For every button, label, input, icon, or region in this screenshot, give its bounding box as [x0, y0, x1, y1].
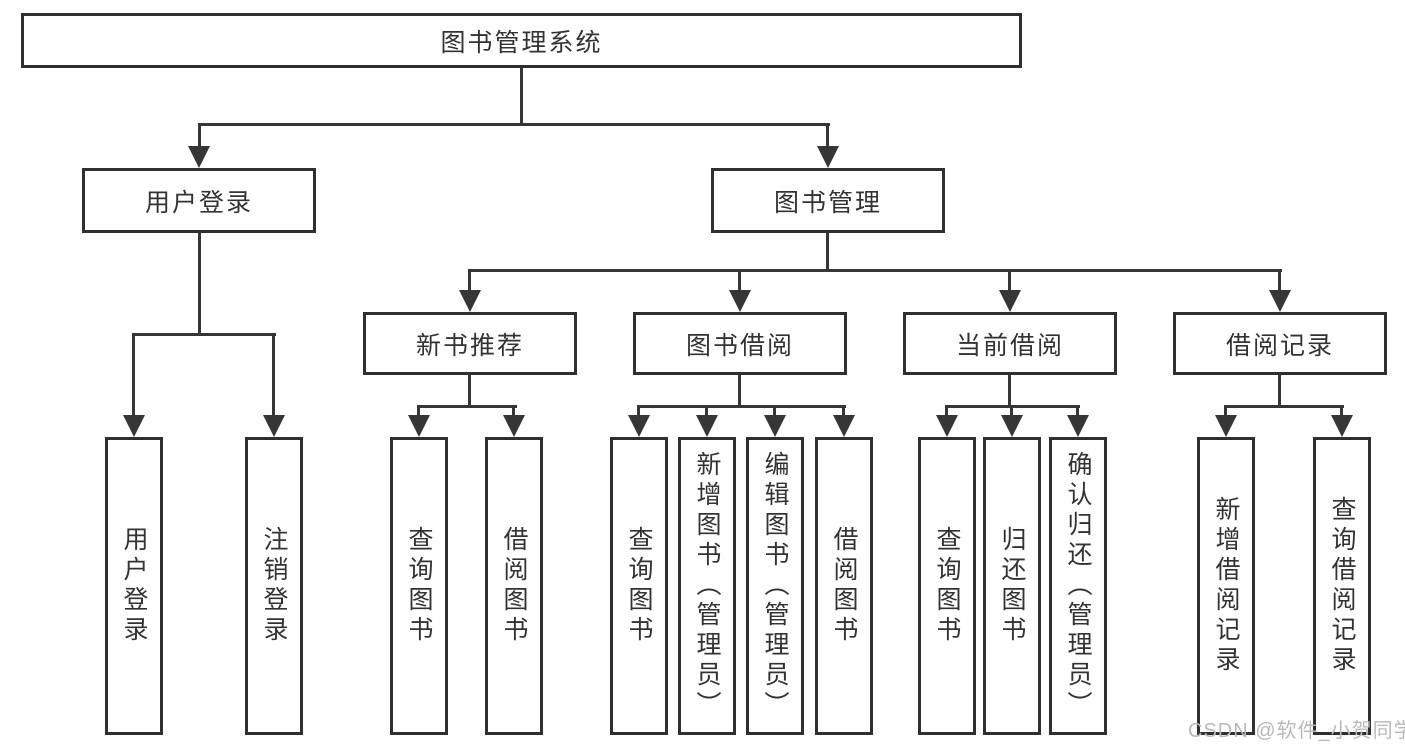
connector-stem: [705, 405, 708, 417]
leaf-query-borrow-record: 查询借阅记录: [1313, 437, 1371, 735]
leaf-borrow-books-borrowing: 借阅图书: [815, 437, 873, 735]
node-borrowing-records: 借阅记录: [1173, 312, 1387, 375]
node-library-management-system: 图书管理系统: [21, 13, 1022, 68]
connector-records-branch: [1224, 405, 1344, 408]
connector-stem: [945, 405, 948, 417]
connector-stem: [512, 405, 515, 417]
arrow-down-icon: [817, 146, 839, 168]
node-current-borrowing: 当前借阅: [903, 312, 1117, 375]
node-book-borrowing: 图书借阅: [633, 312, 847, 375]
connector-stem-user-login: [198, 123, 201, 149]
connector-stem: [1010, 405, 1013, 417]
connector-userlogin-branch: [132, 333, 276, 336]
connector-stem: [1224, 405, 1227, 417]
arrow-down-icon: [188, 146, 210, 168]
leaf-edit-books-admin: 编辑图书（管理员）: [746, 437, 804, 735]
csdn-watermark: CSDN @软件_小贺同学: [1188, 720, 1405, 742]
connector-records-trunk: [1278, 375, 1281, 408]
leaf-borrow-books-recommend: 借阅图书: [485, 437, 543, 735]
connector-stem: [132, 333, 135, 417]
connector-stem: [417, 405, 420, 417]
leaf-user-login: 用户登录: [105, 437, 163, 735]
arrow-down-icon: [999, 290, 1021, 312]
connector-root-trunk: [520, 68, 523, 126]
connector-recommend-branch: [417, 405, 517, 408]
arrow-down-icon: [729, 290, 751, 312]
connector-stem: [842, 405, 845, 417]
arrow-down-icon: [833, 415, 855, 437]
arrow-down-icon: [1215, 415, 1237, 437]
connector-current-trunk: [1008, 375, 1011, 408]
connector-root-branch: [198, 123, 830, 126]
arrow-down-icon: [936, 415, 958, 437]
connector-stem: [468, 269, 471, 292]
connector-stem: [1076, 405, 1079, 417]
connector-stem: [272, 333, 275, 417]
leaf-return-books: 归还图书: [983, 437, 1041, 735]
connector-bookmgmt-trunk: [826, 233, 829, 272]
connector-userlogin-trunk: [198, 233, 201, 336]
leaf-add-borrow-record: 新增借阅记录: [1197, 437, 1255, 735]
arrow-down-icon: [628, 415, 650, 437]
leaf-query-books-recommend: 查询图书: [390, 437, 448, 735]
connector-stem-book-management: [826, 123, 829, 149]
arrow-down-icon: [1331, 415, 1353, 437]
node-user-login: 用户登录: [82, 168, 316, 233]
arrow-down-icon: [503, 415, 525, 437]
leaf-add-books-admin: 新增图书（管理员）: [678, 437, 736, 735]
leaf-logout: 注销登录: [245, 437, 303, 735]
connector-stem: [1278, 269, 1281, 292]
connector-stem: [738, 269, 741, 292]
connector-borrowing-trunk: [738, 375, 741, 408]
arrow-down-icon: [408, 415, 430, 437]
arrow-down-icon: [1001, 415, 1023, 437]
connector-recommend-trunk: [468, 375, 471, 408]
arrow-down-icon: [696, 415, 718, 437]
connector-bookmgmt-branch: [468, 269, 1282, 272]
leaf-confirm-return-admin: 确认归还（管理员）: [1049, 437, 1107, 735]
connector-stem: [773, 405, 776, 417]
connector-borrowing-branch: [637, 405, 846, 408]
connector-stem: [1008, 269, 1011, 292]
arrow-down-icon: [263, 415, 285, 437]
arrow-down-icon: [123, 415, 145, 437]
leaf-query-books-current: 查询图书: [918, 437, 976, 735]
node-new-book-recommendation: 新书推荐: [363, 312, 577, 375]
connector-stem: [637, 405, 640, 417]
leaf-query-books-borrowing: 查询图书: [610, 437, 668, 735]
arrow-down-icon: [764, 415, 786, 437]
arrow-down-icon: [1269, 290, 1291, 312]
connector-stem: [1340, 405, 1343, 417]
arrow-down-icon: [1067, 415, 1089, 437]
arrow-down-icon: [459, 290, 481, 312]
node-book-management: 图书管理: [711, 168, 945, 233]
